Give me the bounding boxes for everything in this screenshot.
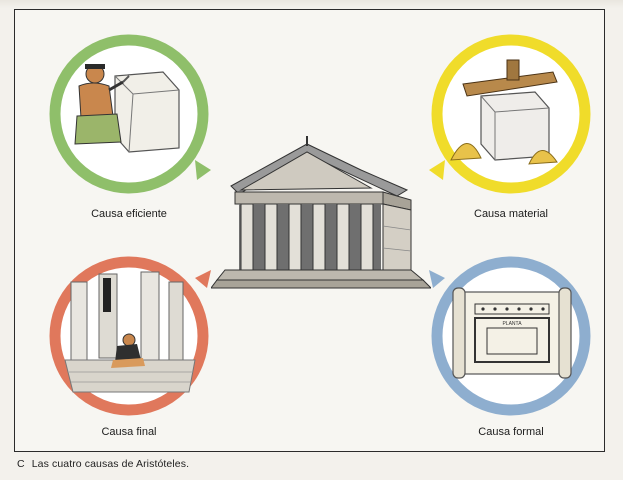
- scan-edge: [0, 0, 623, 8]
- causa-formal-label: Causa formal: [478, 426, 544, 438]
- causa-final: Causa final: [29, 242, 269, 468]
- causa-formal: PLANTA Causa formal: [411, 242, 623, 468]
- stone-block-and-tools-icon: [429, 34, 591, 194]
- diagram-frame: Causa eficiente Causa material: [14, 9, 605, 452]
- plan-label: PLANTA: [502, 321, 522, 327]
- greek-temple-icon: [211, 136, 431, 289]
- man-in-temple-interior-icon: [49, 256, 211, 416]
- architectural-plan-scroll-icon: PLANTA: [429, 256, 591, 416]
- sculptor-carving-block-icon: [49, 34, 211, 194]
- causa-final-label: Causa final: [101, 426, 157, 438]
- figure-caption-text: Las cuatro causas de Aristóteles.: [31, 458, 190, 470]
- causa-material-label: Causa material: [474, 208, 548, 220]
- causa-material: Causa material: [411, 20, 623, 246]
- causa-eficiente-label: Causa eficiente: [91, 208, 167, 220]
- figure-letter: C: [17, 458, 25, 470]
- causa-eficiente: Causa eficiente: [29, 20, 269, 246]
- figure-caption: C Las cuatro causas de Aristóteles.: [17, 458, 189, 470]
